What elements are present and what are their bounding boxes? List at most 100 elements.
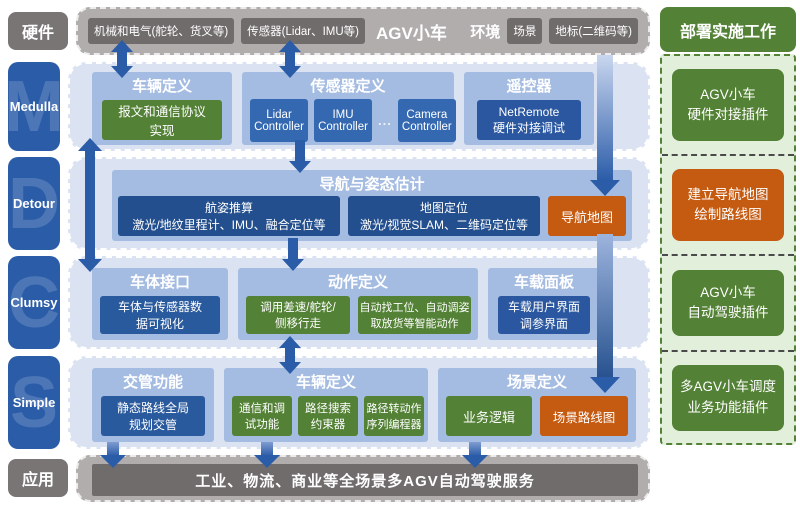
drive-mode-box: 调用差速/舵轮/ 侧移行走 [246,296,350,334]
arrow-landmark-navmap-shaft [597,55,613,181]
ellipsis-label: ... [378,113,392,128]
simple-name: Simple [12,395,56,410]
section-panel: 车载面板 车载用户界面 调参界面 [488,268,600,340]
scene-def-title: 场景定义 [506,374,567,391]
scene-box: 场景 [507,18,543,44]
path-search-box: 路径搜索 约束器 [298,396,358,436]
deploy-section-1: AGV小车 硬件对接插件 [662,56,794,156]
scene-route-map-box: 场景路线图 [540,396,628,436]
section-remote: 遥控器 NetRemote 硬件对接调试 [464,72,594,145]
dead-reckoning-box: 航姿推算 激光/地纹里程计、IMU、融合定位等 [118,196,340,236]
deploy-section-2: 建立导航地图 绘制路线图 [662,156,794,256]
arrow-nav-action-shaft [288,238,298,260]
comm-debug-box: 通信和调 试功能 [232,396,292,436]
detour-name: Detour [13,196,55,211]
navigation-title: 导航与姿态估计 [319,176,425,193]
arrow-nav-action-down-icon [282,259,304,271]
business-logic-box: 业务逻辑 [446,396,532,436]
arrow-detour-vertical-shaft [85,150,95,260]
row-label-detour: D Detour [8,157,60,250]
hardware-container: 机械和电气(舵轮、货叉等) 传感器(Lidar、IMU等) AGV小车 环境 场… [76,7,650,55]
section-navigation: 导航与姿态估计 航姿推算 激光/地纹里程计、IMU、融合定位等 地图定位 激光/… [112,170,632,241]
onboard-ui-box: 车载用户界面 调参界面 [498,296,590,334]
vehicle-def2-title: 车辆定义 [295,374,356,391]
arrow-app-3-down-icon [462,455,488,468]
arrow-navmap-scenemap-down-icon [590,377,620,393]
body-interface-title: 车体接口 [129,274,190,291]
clumsy-letter: C [8,262,60,343]
arrow-app-2-down-icon [254,455,280,468]
row-detour: 导航与姿态估计 航姿推算 激光/地纹里程计、IMU、融合定位等 地图定位 激光/… [68,157,650,250]
row-label-simple: S Simple [8,356,60,449]
environment-label: 环境 [470,23,501,41]
deploy-header: 部署实施工作 [660,7,796,52]
section-vehicle-def: 车辆定义 报文和通信协议 实现 [92,72,232,145]
mech-electric-box: 机械和电气(舵轮、货叉等) [88,18,235,44]
deploy-section-3: AGV小车 自动驾驶插件 [662,256,794,352]
arrow-landmark-navmap-down-icon [590,180,620,196]
section-body-interface: 车体接口 车体与传感器数 据可视化 [92,268,228,340]
body-sensor-viz-box: 车体与传感器数 据可视化 [100,296,220,334]
map-localization-box: 地图定位 激光/视觉SLAM、二维码定位等 [348,196,540,236]
lidar-controller-box: Lidar Controller [250,99,308,142]
imu-controller-box: IMU Controller [314,99,372,142]
section-scene-def: 场景定义 业务逻辑 场景路线图 [438,368,636,442]
clumsy-name: Clumsy [10,295,58,310]
section-action-def: 动作定义 调用差速/舵轮/ 侧移行走 自动找工位、自动调姿 取放货等智能动作 [238,268,478,340]
row-medulla: 车辆定义 报文和通信协议 实现 传感器定义 Lidar Controller I… [68,62,650,151]
arrow-sensor-medulla-up-icon [279,40,301,52]
sensor-hardware-box: 传感器(Lidar、IMU等) [241,18,365,44]
row-label-medulla: M Medulla [8,62,60,151]
row-clumsy: 车体接口 车体与传感器数 据可视化 动作定义 调用差速/舵轮/ 侧移行走 自动找… [68,256,650,349]
traffic-title: 交管功能 [122,374,183,391]
deploy-column: AGV小车 硬件对接插件 建立导航地图 绘制路线图 AGV小车 自动驾驶插件 多… [660,54,796,445]
deploy-item-hardware-plugin: AGV小车 硬件对接插件 [672,69,784,141]
arrow-action-simple-shaft [285,347,295,363]
arrow-action-simple-down-icon [279,362,301,374]
arrow-sensor-nav-shaft [295,140,305,162]
arrow-action-simple-up-icon [279,336,301,348]
arrow-app-1-down-icon [100,455,126,468]
camera-controller-box: Camera Controller [397,99,456,142]
protocol-box: 报文和通信协议 实现 [102,100,222,140]
netremote-box: NetRemote 硬件对接调试 [477,100,581,140]
row-label-clumsy: C Clumsy [8,256,60,349]
remote-title: 遥控器 [506,78,552,95]
arrow-app-2-shaft [261,442,273,456]
arrow-detour-body-down-icon [78,259,102,272]
static-route-box: 静态路线全局 规划交管 [101,396,205,436]
section-vehicle-def2: 车辆定义 通信和调 试功能 路径搜索 约束器 路径转动作 序列编程器 [224,368,428,442]
application-label: 应用 [8,459,68,497]
arrow-app-3-shaft [469,442,481,456]
row-simple: 交管功能 静态路线全局 规划交管 车辆定义 通信和调 试功能 路径搜索 约束器 … [68,356,650,449]
section-sensor-def: 传感器定义 Lidar Controller IMU Controller ..… [242,72,456,145]
arrow-app-1-shaft [107,442,119,456]
agv-cart-label: AGV小车 [375,23,447,43]
nav-map-box: 导航地图 [548,196,626,236]
deploy-section-4: 多AGV小车调度 业务功能插件 [662,352,794,443]
arrow-mech-medulla-shaft [117,51,127,67]
simple-letter: S [9,362,59,443]
medulla-letter: M [8,66,60,147]
arrow-sensor-medulla-down-icon [279,66,301,78]
arrow-mech-medulla-up-icon [111,40,133,52]
arrow-detour-vehicle-up-icon [78,138,102,151]
deploy-item-dispatch-plugin: 多AGV小车调度 业务功能插件 [672,364,784,431]
arrow-sensor-medulla-shaft [285,51,295,67]
smart-action-box: 自动找工位、自动调姿 取放货等智能动作 [358,296,471,334]
deploy-item-autodrive-plugin: AGV小车 自动驾驶插件 [672,270,784,336]
action-def-title: 动作定义 [327,274,388,291]
sensor-def-title: 传感器定义 [310,78,386,95]
arrow-navmap-scenemap-shaft [597,234,613,378]
panel-title: 车载面板 [513,274,574,291]
landmark-box: 地标(二维码等) [549,18,638,44]
medulla-name: Medulla [9,99,59,114]
application-service-box: 工业、物流、商业等全场景多AGV自动驾驶服务 [92,464,638,496]
arrow-mech-medulla-down-icon [111,66,133,78]
deploy-item-nav-map: 建立导航地图 绘制路线图 [672,169,784,241]
section-traffic: 交管功能 静态路线全局 规划交管 [92,368,214,442]
path-to-action-box: 路径转动作 序列编程器 [364,396,424,436]
arrow-sensor-nav-down-icon [289,161,311,173]
application-container: 工业、物流、商业等全场景多AGV自动驾驶服务 [76,455,650,502]
